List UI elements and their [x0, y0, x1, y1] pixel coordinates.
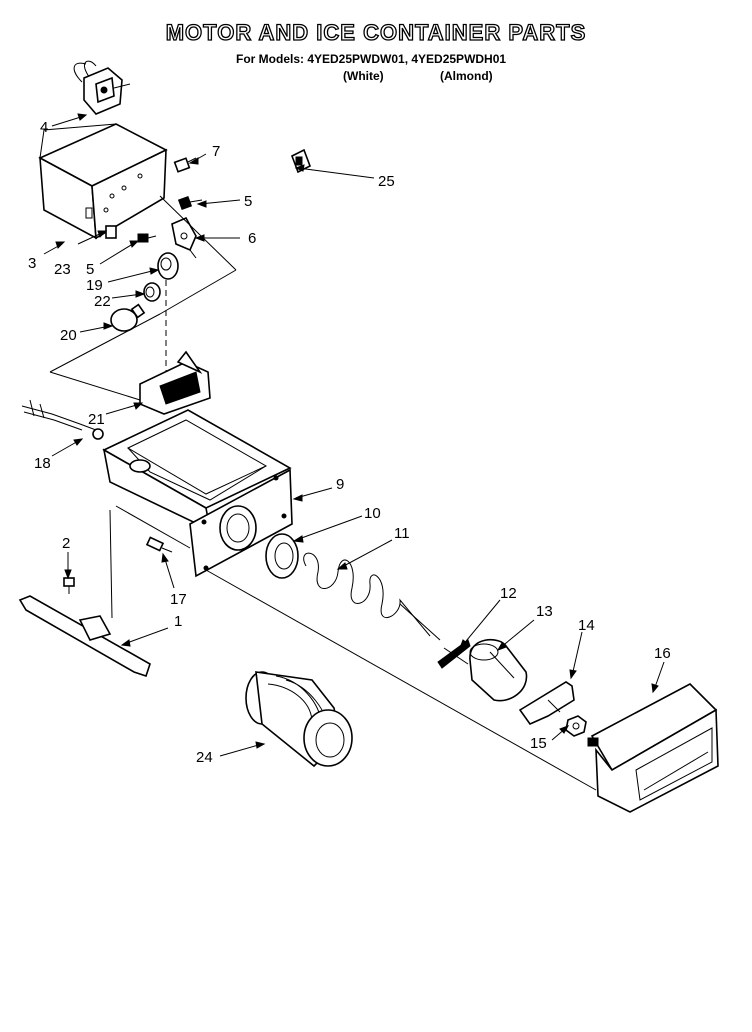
- part-23-clip: [105, 225, 117, 239]
- callout-20: 20: [60, 327, 77, 344]
- callout-16: 16: [654, 645, 671, 662]
- callout-11: 11: [394, 525, 410, 542]
- callout-2: 2: [62, 535, 70, 552]
- callout-1: 1: [174, 613, 182, 630]
- callout-23: 23: [54, 261, 71, 278]
- part-18-harness: [21, 399, 104, 440]
- part-6-bracket: [171, 216, 197, 252]
- callout-24: 24: [196, 749, 213, 766]
- part-4-motor: [73, 60, 131, 115]
- callout-14: 14: [578, 617, 595, 634]
- callout-25: 25: [378, 173, 395, 190]
- page-title: MOTOR AND ICE CONTAINER PARTS: [165, 19, 587, 45]
- callout-13: 13: [536, 603, 553, 620]
- callout-22: 22: [94, 293, 111, 310]
- part-5-screw-lower: [137, 233, 157, 243]
- callout-labels: 4 3 7 5 6 23 5 19 22 20 25 21 18 9 10 11…: [28, 119, 671, 766]
- part-11-auger: [303, 552, 441, 641]
- assembly-lines-upper: [39, 123, 237, 401]
- part-9-ice-container: [102, 409, 293, 578]
- callout-9: 9: [336, 476, 344, 493]
- callout-12: 12: [500, 585, 517, 602]
- callout-21: 21: [88, 411, 105, 428]
- part-25-cap: [290, 148, 312, 174]
- callout-17: 17: [170, 591, 187, 608]
- part-16-front-cover: [587, 683, 719, 813]
- part-5-screw-upper: [177, 195, 203, 211]
- part-3-motor-mount: [38, 123, 168, 240]
- part-7-screw: [173, 157, 197, 173]
- variant-white: (White): [343, 69, 384, 83]
- variant-almond: (Almond): [440, 69, 493, 83]
- part-22-ring: [143, 282, 161, 302]
- part-20-bulb: [110, 303, 146, 332]
- callout-5-lower: 5: [86, 261, 94, 278]
- part-2-screw: [63, 577, 75, 594]
- part-15-nut: [565, 715, 587, 737]
- callout-10: 10: [364, 505, 381, 522]
- callout-7: 7: [212, 143, 220, 160]
- callout-15: 15: [530, 735, 547, 752]
- callout-4: 4: [40, 119, 48, 136]
- part-21-cover: [139, 350, 211, 415]
- part-1-bracket: [18, 509, 151, 678]
- leader-lines: [43, 113, 665, 757]
- part-24-drum: [245, 671, 353, 768]
- assembly-line-front: [205, 569, 597, 791]
- callout-6: 6: [248, 230, 256, 247]
- part-17-screw: [145, 536, 173, 553]
- part-19-socket: [157, 252, 179, 280]
- part-14-bracket: [518, 681, 575, 725]
- callout-3: 3: [28, 255, 36, 272]
- callout-19: 19: [86, 277, 103, 294]
- part-10-gasket: [265, 533, 299, 579]
- part-13-crusher: [469, 639, 528, 702]
- models-line: For Models: 4YED25PWDW01, 4YED25PWDH01: [236, 52, 507, 66]
- callout-5-upper: 5: [244, 193, 252, 210]
- callout-18: 18: [34, 455, 51, 472]
